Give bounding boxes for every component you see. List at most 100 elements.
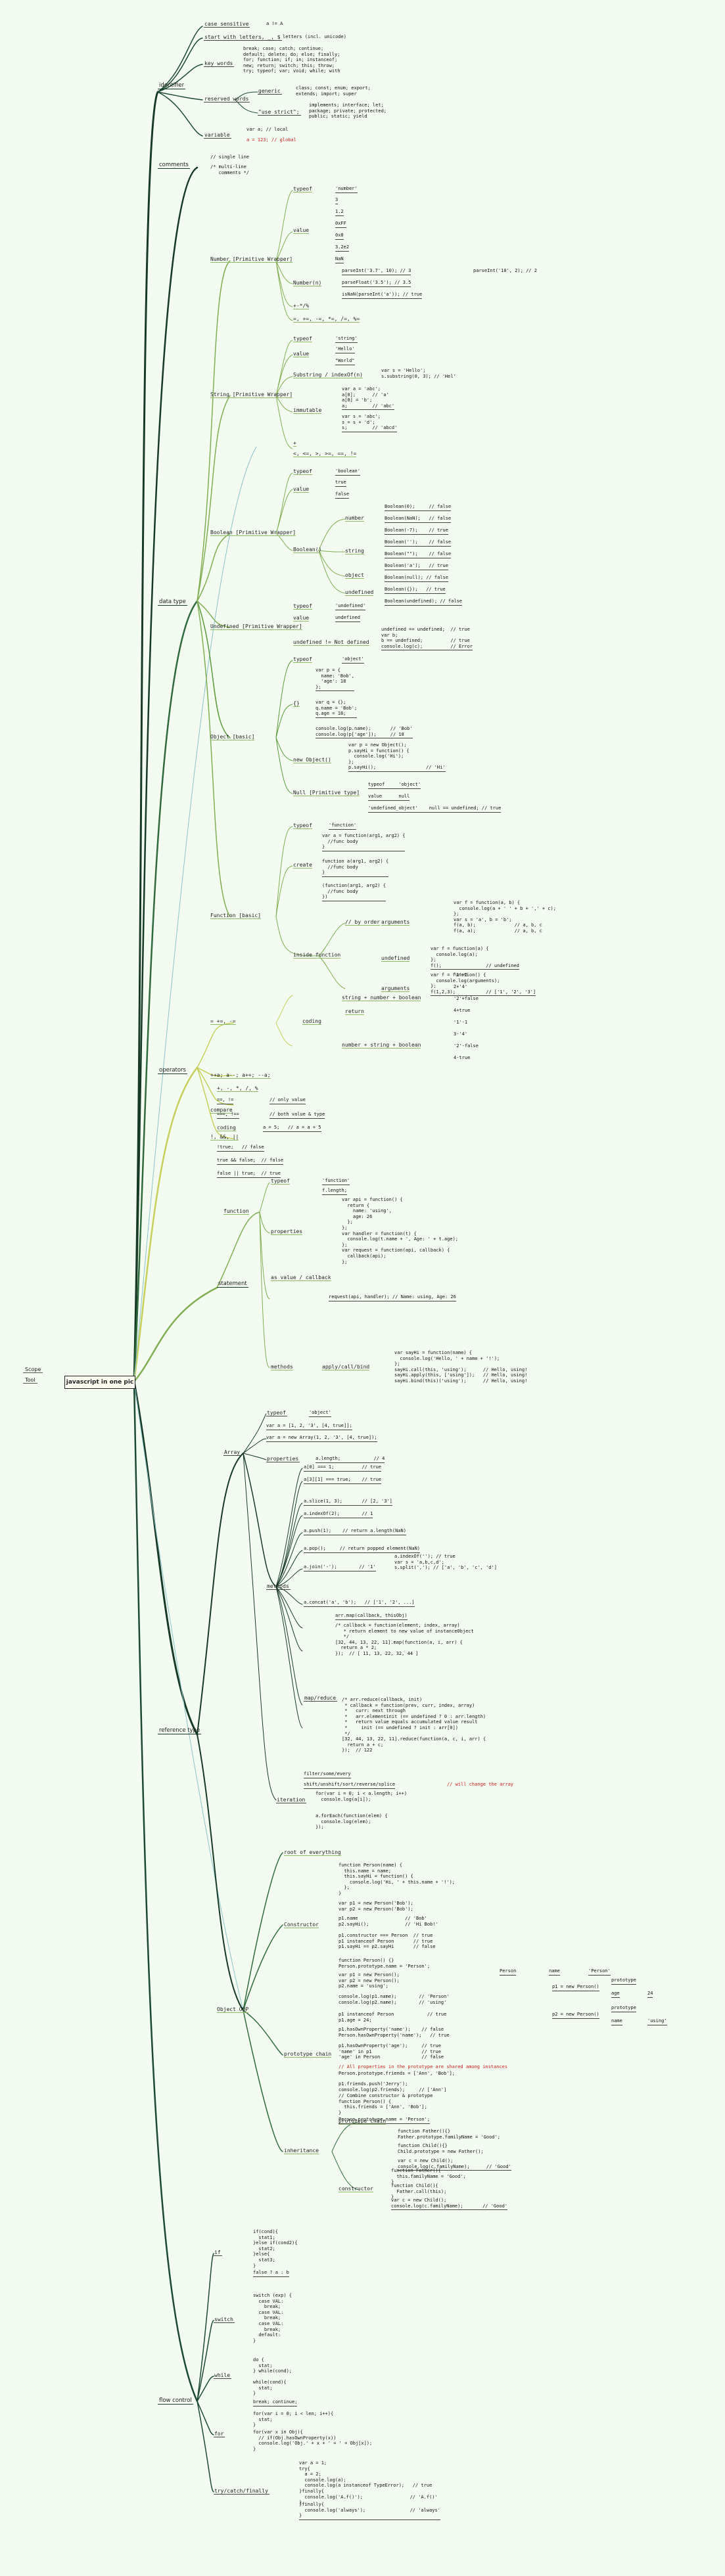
- number-value-5: NaN: [335, 256, 344, 263]
- section-comments[interactable]: comments: [158, 162, 190, 169]
- string-type-label[interactable]: String [Primitive Wrapper]: [210, 392, 293, 398]
- boolean-number-row1: Boolean(NaN); // false: [385, 516, 452, 523]
- boolean-undefined-row: Boolean(undefined); // false: [385, 599, 463, 606]
- array-label[interactable]: Array: [223, 1449, 242, 1456]
- prototype-chain-label: prototype chain: [284, 2051, 332, 2058]
- object-access-code: console.log(p.name); // 'Bob' console.lo…: [316, 726, 413, 739]
- branch-statement: [133, 1286, 218, 1383]
- case-sensitive-label: case sensitive: [204, 21, 250, 28]
- logic-label: !, &&, ||: [210, 1134, 239, 1141]
- constructor-code: function Person(name) { this.name = name…: [339, 1863, 456, 1896]
- string-typeof-label: typeof: [293, 336, 312, 342]
- inh-constructor-label: constructor: [339, 2186, 373, 2192]
- string-value-0: 'Hello': [335, 346, 355, 353]
- number-parsefloat: parseFloat('3.5'); // 3.5: [342, 280, 411, 287]
- number-value-2: 0xFF: [335, 221, 346, 228]
- start-with-label: start with letters, _, $: [204, 34, 282, 41]
- number-isnan: isNaN(parseInt('a')); // true: [342, 292, 423, 299]
- array-for-code: for(var i = 0; i < a.length; i++) consol…: [316, 1791, 408, 1802]
- function-type-label[interactable]: Function [basic]: [210, 913, 262, 919]
- boolean-type-label[interactable]: Boolean [Primitive Wrapper]: [210, 530, 296, 536]
- array-indexof: a[3][1] === true; // true: [304, 1477, 382, 1484]
- null-row1: value null: [368, 794, 410, 801]
- coding2-code: a = 5; // a = a + 5: [263, 1125, 321, 1132]
- object-oop-label[interactable]: Object OOP: [217, 2006, 249, 2013]
- number-fn-label: Number(n): [293, 280, 322, 286]
- inside-function-label: inside function: [293, 952, 341, 959]
- proto-red-code: Person.prototype.friends = ['Ann', 'Bob'…: [339, 2071, 456, 2076]
- root-node[interactable]: javascript in one pic: [64, 1376, 135, 1389]
- aux-blue-line2: [133, 1381, 244, 2011]
- section-data-type[interactable]: data type: [158, 599, 187, 606]
- array-methods-label: methods: [266, 1583, 291, 1590]
- array-map-code: /* callback = function(element, index, a…: [335, 1623, 474, 1656]
- array-concat: a.concat('a', 'b'); // ['1', '2', ...]: [304, 1600, 415, 1607]
- undefined-type-label[interactable]: Undefined [Primitive Wrapper]: [210, 623, 302, 630]
- assign-label: = +=, -=: [210, 1018, 236, 1025]
- boolean-object-row0: Boolean(null); // false: [385, 575, 448, 582]
- key-words-code: break; case; catch; continue; default; d…: [243, 46, 340, 74]
- section-identifier[interactable]: identifier: [158, 82, 186, 89]
- number-value-label: value: [293, 227, 310, 234]
- scope-label: Scope: [23, 1367, 43, 1373]
- undefined-value-label: value: [293, 615, 310, 621]
- object-typeof-value: 'object': [342, 656, 364, 664]
- section-statement[interactable]: statement: [217, 1280, 248, 1288]
- number-typeof-value: 'number': [335, 186, 358, 193]
- proto-chain: // Combine constructor & prototype funct…: [339, 2093, 433, 2115]
- boolean-number-row2: Boolean(-7); // true: [385, 528, 448, 535]
- single-comment-code: // single line: [210, 154, 250, 160]
- flow-for-label: for: [214, 2431, 225, 2437]
- boolean-undefined-label: undefined: [345, 589, 374, 596]
- inh-code: function Father(){} Father.prototype.fam…: [398, 2129, 500, 2140]
- number-type-label[interactable]: Number [Primitive Wrapper]: [210, 256, 293, 263]
- var-global-code: a = 123; // global: [246, 137, 296, 143]
- section-reference-type[interactable]: reference type: [158, 1727, 202, 1734]
- use-strict-code: implements; interface; let; package; pri…: [309, 102, 387, 120]
- branch-flow: [133, 1380, 199, 2403]
- boolean-typeof-label: typeof: [293, 468, 312, 475]
- diagram-name2-value: 'using': [647, 2018, 667, 2025]
- string-substring-code: var s = 'Hello'; s.substring(0, 3); // '…: [381, 368, 456, 379]
- branch-reference: [133, 1380, 199, 1736]
- object-type-label[interactable]: Object [basic]: [210, 734, 255, 740]
- diagram-age: age: [611, 1991, 620, 1998]
- op-result-0: '1'+2: [454, 972, 468, 978]
- array-shift-note: // will change the array: [447, 1782, 514, 1787]
- diagram-person: Person: [500, 1968, 517, 1976]
- op-result-1: 2+'4': [454, 984, 468, 989]
- root-everything-label: root of everything: [284, 1849, 341, 1856]
- constructor-create: var p1 = new Person('Bob'); var p2 = new…: [339, 1901, 413, 1912]
- array-new: var a = new Array(1, 2, '3', [4, true]);: [266, 1435, 377, 1442]
- array-reduce-label: map/reduce: [304, 1695, 338, 1702]
- array-join: a.join('-'); // '1': [304, 1564, 376, 1571]
- diagram-name-value: 'Person': [588, 1968, 611, 1976]
- diagram-prototype: prototype: [611, 1977, 636, 1985]
- coding-label: coding: [302, 1018, 321, 1025]
- boolean-value-false: false: [335, 491, 350, 499]
- string-value-label: value: [293, 351, 310, 357]
- null-row2: 'undefined_object' null == undefined; //…: [368, 805, 502, 813]
- array-map-label: arr.map(callback, thisObj): [335, 1613, 408, 1620]
- function-typeof-value: 'function': [329, 823, 357, 830]
- section-operators[interactable]: operators: [158, 1067, 187, 1074]
- boolean-typeof-value: 'boolean': [335, 468, 360, 476]
- undefined-code: undefined == undefined; // true var b; b…: [381, 627, 473, 651]
- section-flow-control[interactable]: flow control: [158, 2397, 193, 2405]
- op-result-7: 4-true: [454, 1055, 471, 1060]
- generic-code: class; const; enum; export; extends; imp…: [296, 85, 371, 97]
- generic-label: generic: [258, 88, 282, 95]
- op-result-2: '2'+false: [454, 996, 479, 1001]
- boolean-object-row1: Boolean({}); // true: [385, 587, 446, 594]
- ctor-code: function Father(){ this.familyName = 'Go…: [391, 2168, 466, 2185]
- op-result-5: 3-'4': [454, 1031, 468, 1037]
- string-compare: <, <=, >, >=, ==, !=: [293, 451, 357, 457]
- string-immutable-label: immutable: [293, 407, 322, 414]
- strict-eq-code: ===, !==: [217, 1112, 239, 1119]
- methods-label: methods: [271, 1364, 293, 1370]
- case-sensitive-code: a != A: [266, 21, 283, 26]
- array-reduce-code: /* arr.reduce(callback, init) * callback…: [342, 1697, 486, 1753]
- inheritance-label: inheritance: [284, 2148, 319, 2154]
- proto-in-op: p1.hasOwnProperty('age'); // true 'name'…: [339, 2043, 444, 2060]
